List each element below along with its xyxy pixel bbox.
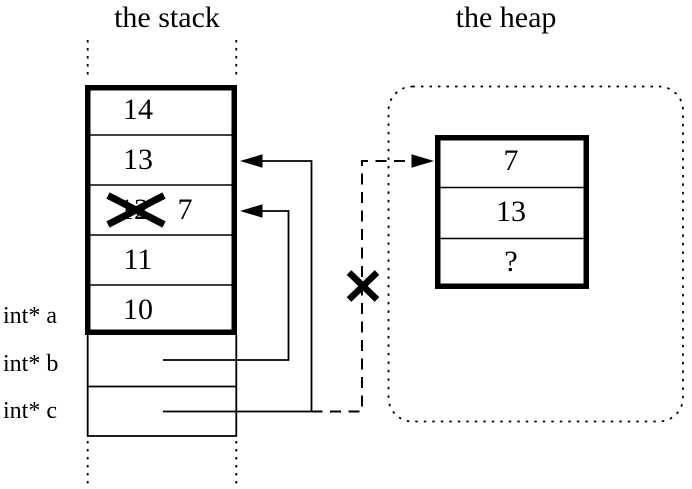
stack-cell-new-value-2: 7 xyxy=(177,193,193,226)
stack-cell-old-value-2: 12 xyxy=(119,193,149,226)
dangling-pointer-x-icon xyxy=(346,270,380,302)
pointer-c-arrowhead xyxy=(240,154,263,168)
stack-cell-value-0: 14 xyxy=(123,93,153,126)
pointer-b-arrowhead xyxy=(240,204,263,218)
stack-cell-value-1: 13 xyxy=(123,143,153,176)
stack-title: the stack xyxy=(114,1,220,34)
heap-cell-value-2: ? xyxy=(504,245,518,278)
heap-cell-value-0: 7 xyxy=(503,144,519,177)
stack-cell-value-4: 10 xyxy=(123,293,153,326)
heap-title: the heap xyxy=(455,1,557,34)
heap-cell-value-1: 13 xyxy=(496,195,526,228)
dangling-pointer-dashed-line xyxy=(311,160,412,413)
pointer-label-b: int* b xyxy=(3,351,59,377)
dangling-pointer-arrowhead xyxy=(411,154,434,168)
pointer-label-c: int* c xyxy=(3,398,57,424)
stack-cell-value-3: 11 xyxy=(123,243,153,276)
pointer-variable-cells xyxy=(86,335,238,437)
pointer-b-line xyxy=(163,210,290,361)
pointer-label-a: int* a xyxy=(3,303,57,329)
